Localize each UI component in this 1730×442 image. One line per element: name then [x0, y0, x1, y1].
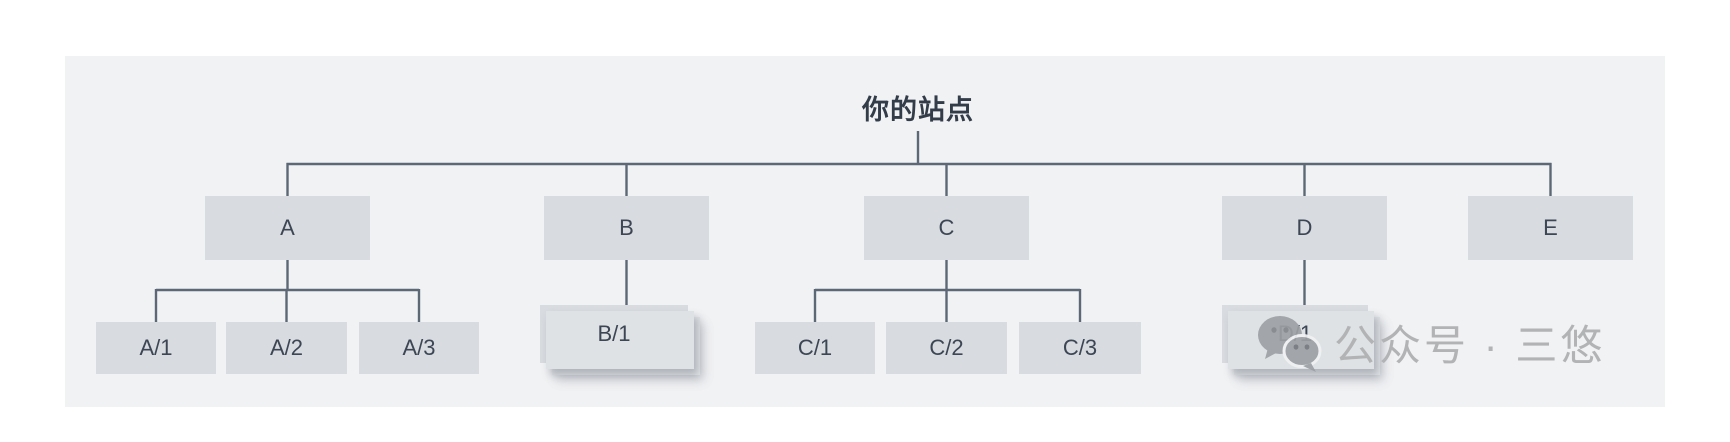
node-c1: C/1 — [755, 322, 875, 374]
node-a3-label: A/3 — [402, 335, 436, 360]
node-b-label: B — [619, 215, 634, 240]
node-b: B — [544, 196, 709, 260]
node-a-label: A — [280, 215, 295, 240]
node-c-label: C — [938, 215, 955, 240]
node-a1: A/1 — [96, 322, 216, 374]
wechat-icon — [1258, 315, 1322, 372]
node-b1: B/1 — [540, 305, 688, 363]
node-e-label: E — [1543, 215, 1558, 240]
node-d: D — [1222, 196, 1387, 260]
node-c2: C/2 — [886, 322, 1007, 374]
node-a2: A/2 — [226, 322, 347, 374]
node-a1-label: A/1 — [139, 335, 173, 360]
node-a: A — [205, 196, 370, 260]
root-node-label: 你的站点 — [862, 95, 974, 125]
watermark: 公众号 · 三悠 — [1256, 312, 1605, 373]
watermark-text: 公众号 · 三悠 — [1334, 322, 1606, 369]
node-e: E — [1468, 196, 1633, 260]
node-a3: A/3 — [359, 322, 479, 374]
node-a2-label: A/2 — [269, 335, 304, 360]
node-c3-label: C/3 — [1062, 335, 1098, 360]
node-c: C — [864, 196, 1029, 260]
node-d-label: D — [1296, 215, 1313, 240]
node-c3: C/3 — [1019, 322, 1141, 374]
node-c1-label: C/1 — [797, 335, 833, 360]
node-c2-label: C/2 — [929, 335, 964, 360]
node-b1-label: B/1 — [597, 321, 631, 346]
